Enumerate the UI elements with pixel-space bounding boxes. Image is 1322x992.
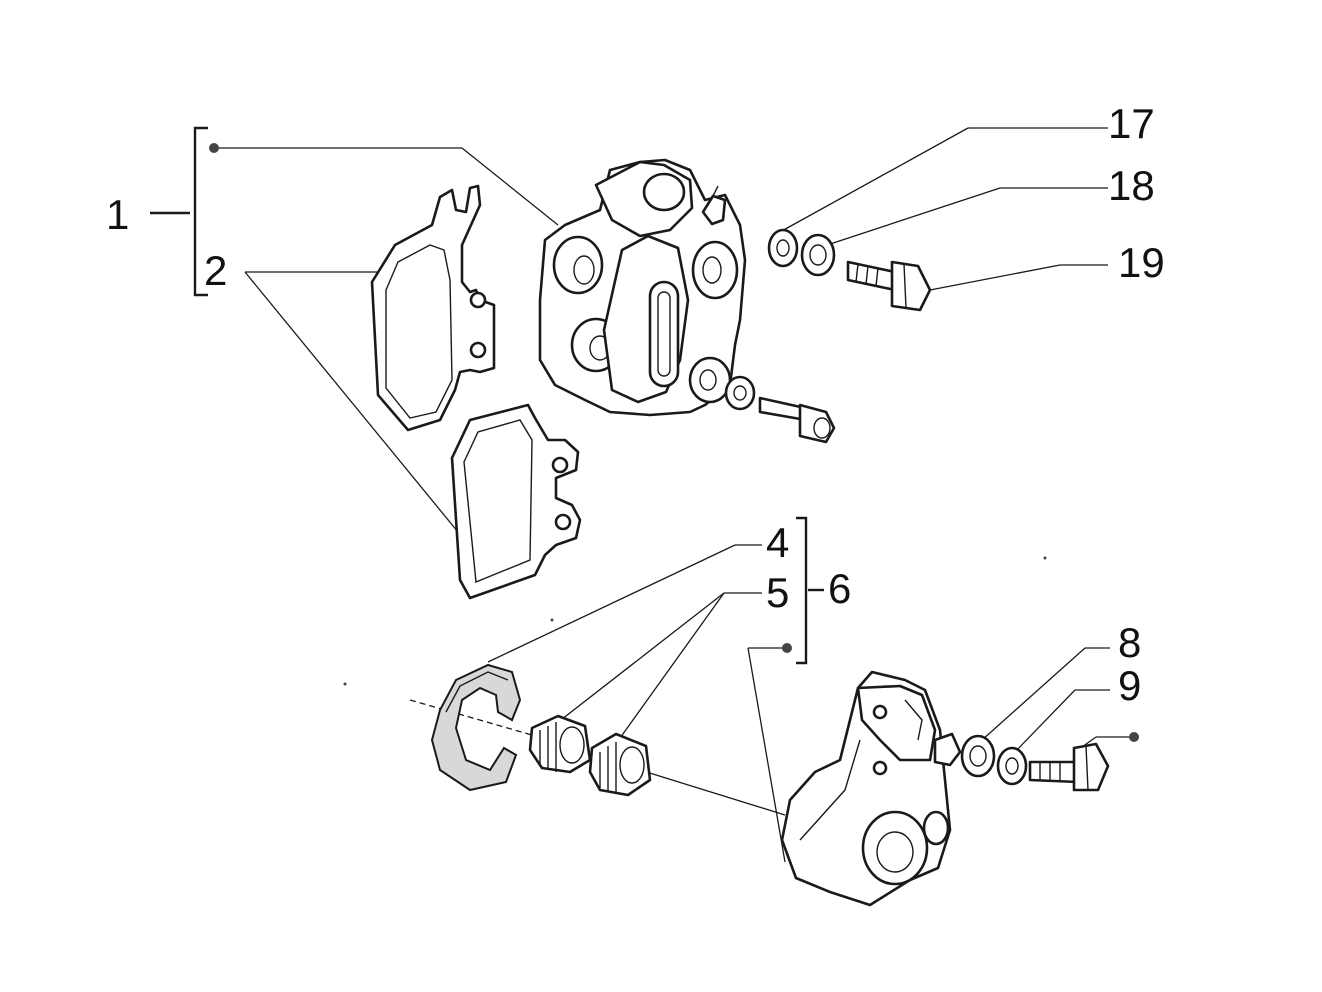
label-19: 19 (1118, 239, 1165, 286)
leader-lines (215, 127, 1132, 863)
part-9-lock-washer (996, 746, 1028, 786)
ref-dot-bolt (1129, 732, 1139, 742)
label-17: 17 (1108, 100, 1155, 147)
stray-marks (343, 556, 1047, 686)
part-4-seal (430, 663, 522, 792)
ref-dot-support (782, 643, 792, 653)
caliper-mounting-bolt (724, 375, 836, 444)
caliper-support (780, 670, 962, 907)
label-2: 2 (204, 247, 228, 294)
part-8-washer (960, 734, 996, 778)
part-5-bearings (528, 714, 652, 797)
brake-pad-lower (450, 403, 582, 600)
label-18: 18 (1108, 162, 1155, 209)
part-17-washer (767, 228, 799, 268)
part-18-lock-washer (800, 233, 836, 277)
label-6: 6 (828, 565, 852, 612)
bracket-group-1 (193, 126, 208, 297)
label-4: 4 (766, 519, 790, 566)
part-19-bolt (846, 260, 932, 312)
support-bolt (1028, 742, 1110, 792)
brake-pad-upper (370, 184, 496, 432)
label-1: 1 (106, 191, 130, 238)
label-9: 9 (1118, 662, 1142, 709)
label-5: 5 (766, 569, 790, 616)
label-8: 8 (1118, 619, 1142, 666)
bracket-group-6 (796, 516, 808, 665)
ref-dot-caliper (209, 143, 219, 153)
brake-caliper (538, 158, 747, 417)
